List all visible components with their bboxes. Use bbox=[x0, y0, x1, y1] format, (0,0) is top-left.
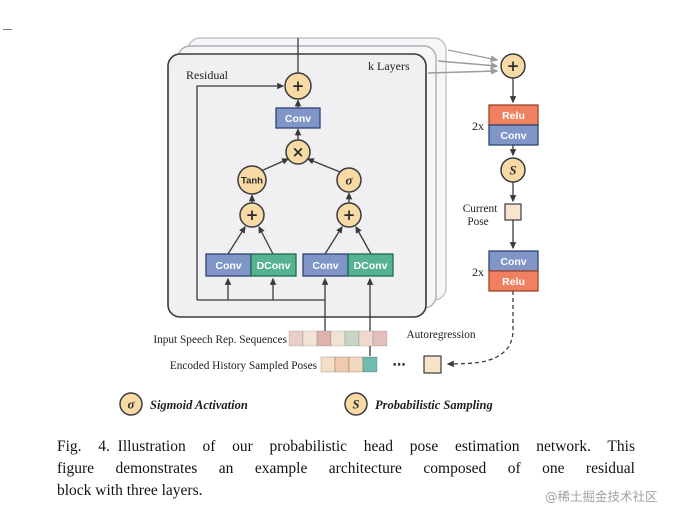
relu-box-lower-label: Relu bbox=[502, 276, 525, 288]
sampling-symbol: S bbox=[510, 164, 517, 178]
two-x-label-upper: 2x bbox=[472, 119, 484, 133]
architecture-diagram: Residual k Layers + Conv × Tanh σ + + Co… bbox=[119, 37, 539, 416]
two-x-label-lower: 2x bbox=[472, 265, 484, 279]
conv-box-top-label: Conv bbox=[285, 113, 311, 125]
history-sequence-square bbox=[320, 356, 336, 373]
autoregression-square bbox=[423, 355, 442, 374]
relu-box-upper-label: Relu bbox=[502, 110, 525, 122]
sigmoid-symbol: σ bbox=[345, 173, 353, 188]
history-sequence-row bbox=[320, 356, 378, 373]
caption-line-1: Fig. 4. Illustration of our probabilisti… bbox=[57, 438, 635, 455]
output-add-symbol: + bbox=[507, 57, 520, 75]
speech-sequence-square bbox=[358, 330, 374, 347]
layer-output-arrow bbox=[427, 67, 499, 75]
dconv2-to-add-arrow bbox=[355, 225, 372, 255]
speech-sequence-square bbox=[302, 330, 318, 347]
add-node-left-symbol: + bbox=[246, 206, 259, 224]
conv-box-lower-right-label: Conv bbox=[500, 256, 526, 268]
speech-sequence-square bbox=[344, 330, 360, 347]
legend-sigmoid-label: Sigmoid Activation bbox=[150, 398, 248, 412]
current-pose-square bbox=[504, 203, 522, 221]
multiply-symbol: × bbox=[292, 143, 305, 161]
legend-sigmoid-symbol: σ bbox=[127, 397, 135, 412]
residual-skip-connection bbox=[196, 82, 285, 300]
speech-sequence-square bbox=[316, 330, 332, 347]
layer-card-front bbox=[167, 53, 427, 318]
legend-sampling-label: Probabilistic Sampling bbox=[375, 398, 493, 412]
speech-sequence-square bbox=[288, 330, 304, 347]
current-pose-label-2: Pose bbox=[467, 216, 488, 228]
legend-sampling-symbol: S bbox=[353, 398, 360, 412]
conv2-to-add-arrow bbox=[324, 225, 343, 255]
dconv-box-2-label: DConv bbox=[354, 260, 388, 272]
residual-add-symbol: + bbox=[292, 77, 305, 95]
dconv-box-1 bbox=[250, 253, 297, 277]
conv-box-2-label: Conv bbox=[312, 260, 338, 272]
sigmoid-to-mul-arrow bbox=[306, 158, 341, 173]
autoregression-dashed-arrow bbox=[446, 291, 514, 368]
encoded-history-label: Encoded History Sampled Poses bbox=[170, 360, 317, 372]
dconv-box-2 bbox=[347, 253, 394, 277]
caption-line-2: figure demonstrates an example architect… bbox=[57, 460, 635, 477]
history-sequence-square bbox=[348, 356, 364, 373]
residual-add-node bbox=[284, 72, 312, 100]
add-node-right-symbol: + bbox=[343, 206, 356, 224]
conv-box-1-label: Conv bbox=[215, 260, 241, 272]
ellipsis: ⋯ bbox=[393, 358, 406, 373]
history-sequence-square bbox=[362, 356, 378, 373]
current-pose-label-1: Current bbox=[463, 203, 498, 215]
conv1-to-add-arrow bbox=[227, 225, 246, 255]
layer-output-arrow bbox=[437, 60, 499, 69]
tanh-label: Tanh bbox=[241, 176, 263, 187]
conv-box-upper-right bbox=[488, 124, 539, 146]
speech-sequence-square bbox=[372, 330, 388, 347]
legend-sampling-node bbox=[344, 392, 368, 416]
autoregression-label: Autoregression bbox=[406, 329, 475, 341]
figure-caption: Fig. 4. Illustration of our probabilisti… bbox=[57, 436, 635, 502]
add-node-left bbox=[239, 202, 265, 228]
add-node-right bbox=[336, 202, 362, 228]
layer-output-arrows bbox=[427, 49, 499, 75]
conv-box-top bbox=[275, 107, 321, 129]
relu-box-lower bbox=[488, 270, 539, 292]
dconv-box-1-label: DConv bbox=[257, 260, 291, 272]
dconv1-to-add-arrow bbox=[258, 225, 274, 255]
tanh-node bbox=[237, 165, 267, 195]
history-sequence-square bbox=[334, 356, 350, 373]
sampling-node bbox=[500, 157, 526, 183]
corner-tick bbox=[3, 29, 12, 30]
caption-line-3: block with three layers. bbox=[57, 482, 203, 499]
residual-label: Residual bbox=[186, 68, 229, 82]
layer-output-arrow bbox=[447, 49, 499, 63]
speech-sequence-square bbox=[330, 330, 346, 347]
input-speech-label: Input Speech Rep. Sequences bbox=[153, 334, 287, 346]
tanh-to-mul-arrow bbox=[260, 158, 290, 172]
connector-arrows bbox=[196, 38, 517, 368]
conv-box-upper-right-label: Conv bbox=[500, 130, 526, 142]
k-layers-label: k Layers bbox=[368, 59, 410, 73]
sigmoid-node bbox=[336, 167, 362, 193]
speech-sequence-row bbox=[288, 330, 388, 347]
multiply-node bbox=[285, 139, 311, 165]
watermark: @稀土掘金技术社区 bbox=[545, 489, 658, 504]
output-add-node bbox=[500, 53, 526, 79]
legend-sigmoid-node bbox=[119, 392, 143, 416]
